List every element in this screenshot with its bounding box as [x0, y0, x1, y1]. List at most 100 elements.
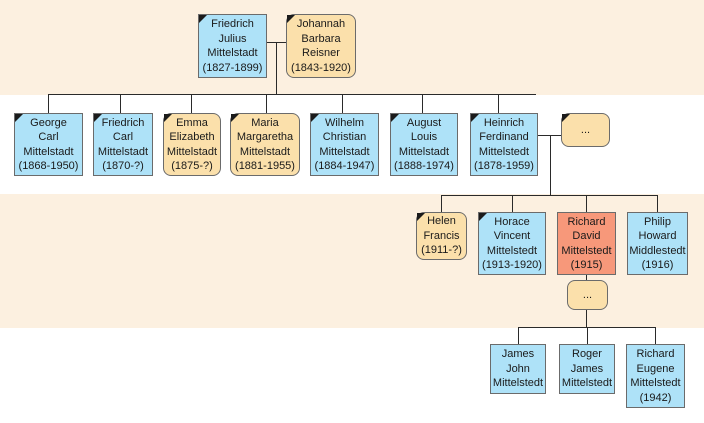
person-roger-james-line-2: James — [570, 362, 604, 375]
deceased-marker-icon — [231, 114, 239, 122]
deceased-marker-icon — [562, 114, 570, 122]
person-richard-david-selected-line-2: David — [572, 230, 601, 242]
person-george-carl-line-2: Carl — [38, 131, 59, 143]
richard-spouse-link-line — [586, 274, 587, 280]
person-emma-elizabeth-line-3: Mittelstadt — [166, 145, 218, 158]
person-august-louis-line-4: (1888-1974) — [394, 160, 454, 172]
person-johannah-barbara-line-1: Johannah — [296, 18, 346, 30]
grandchild-drop-line-2 — [512, 195, 513, 212]
person-emma-elizabeth-line-1: Emma — [176, 116, 208, 129]
person-philip-howard-line-2: Howard — [638, 230, 677, 242]
person-maria-margaretha-line-1: Maria — [251, 116, 279, 129]
add-spouse-placeholder-richard-line-1: ... — [582, 288, 593, 301]
person-friedrich-julius-line-1: Friedrich — [211, 18, 254, 30]
child-drop-line-6 — [422, 94, 423, 113]
person-richard-david-selected-line-1: Richard — [567, 215, 606, 228]
deceased-marker-icon — [199, 15, 207, 23]
person-heinrich-ferdinand-line-3: Mittelstedt — [478, 145, 530, 158]
parents-descent-line — [276, 42, 277, 95]
add-spouse-placeholder-heinrich-label: ... — [581, 123, 590, 138]
person-friedrich-julius-line-2: Julius — [218, 32, 247, 45]
person-wilhelm-christian-line-1: Wilhelm — [324, 116, 365, 129]
person-heinrich-ferdinand-line-4: (1878-1959) — [474, 160, 534, 172]
person-james-john-line-2: John — [506, 362, 530, 375]
person-friedrich-carl-line-1: Friedrich — [101, 116, 145, 129]
person-johannah-barbara-line-4: (1843-1920) — [291, 61, 351, 74]
person-emma-elizabeth-line-2: Elizabeth — [169, 131, 215, 143]
person-george-carl-line-3: Mittelstadt — [23, 145, 74, 158]
person-horace-vincent-line-4: (1913-1920) — [482, 259, 542, 271]
add-spouse-placeholder-heinrich-line-1: ... — [580, 123, 591, 136]
deceased-marker-icon — [15, 114, 23, 122]
person-august-louis-line-2: Louis — [410, 131, 438, 143]
deceased-marker-icon — [94, 114, 102, 122]
person-helen-francis-line-3: (1911-?) — [421, 244, 462, 257]
child-drop-line-3 — [191, 94, 192, 113]
deceased-marker-icon — [164, 114, 172, 122]
child-drop-line-4 — [266, 94, 267, 113]
person-wilhelm-christian-line-4: (1884-1947) — [314, 160, 375, 172]
person-wilhelm-christian-line-2: Christian — [322, 131, 367, 143]
deceased-marker-icon — [417, 213, 425, 221]
great-grandchild-drop-line-3 — [655, 327, 656, 344]
person-august-louis-line-3: Mittelstadt — [398, 145, 450, 158]
person-roger-james-line-3: Mittelstedt — [561, 377, 613, 390]
great-grandchild-drop-line-2 — [587, 327, 588, 344]
child-drop-line-2 — [120, 94, 121, 113]
person-friedrich-julius-line-4: (1827-1899) — [202, 61, 263, 74]
grandchild-drop-line-3 — [586, 195, 587, 212]
person-horace-vincent-line-1: Horace — [494, 215, 530, 228]
child-drop-line-1 — [48, 94, 49, 113]
deceased-marker-icon — [479, 213, 487, 221]
deceased-marker-icon — [391, 114, 399, 122]
person-friedrich-carl-line-3: Mittelstadt — [97, 145, 149, 158]
great-grandchild-drop-line-1 — [518, 327, 519, 344]
person-philip-howard-line-4: (1916) — [641, 259, 674, 271]
person-emma-elizabeth-line-4: (1875-?) — [171, 160, 213, 172]
person-johannah-barbara-line-2: Barbara — [301, 32, 341, 45]
add-spouse-placeholder-heinrich[interactable]: ... — [561, 113, 610, 147]
person-philip-howard-line-3: Middlestedt — [629, 244, 686, 257]
person-richard-eugene-line-3: Mittelstedt — [630, 377, 681, 389]
heinrich-spouse-link-line — [537, 135, 561, 136]
person-wilhelm-christian-line-3: Mittelstadt — [319, 145, 370, 158]
person-richard-david-selected-line-4: (1915) — [570, 259, 603, 271]
child-drop-line-5 — [342, 94, 343, 113]
richard-descent-line — [586, 310, 587, 327]
add-spouse-placeholder-richard[interactable]: ... — [567, 280, 608, 310]
heinrich-descent-line — [550, 135, 551, 196]
deceased-marker-icon — [311, 114, 319, 122]
children-sibling-line — [48, 94, 536, 95]
grandchild-drop-line-1 — [441, 195, 442, 212]
person-richard-eugene-line-2: Eugene — [636, 362, 675, 375]
person-james-john-line-1: James — [501, 348, 535, 361]
